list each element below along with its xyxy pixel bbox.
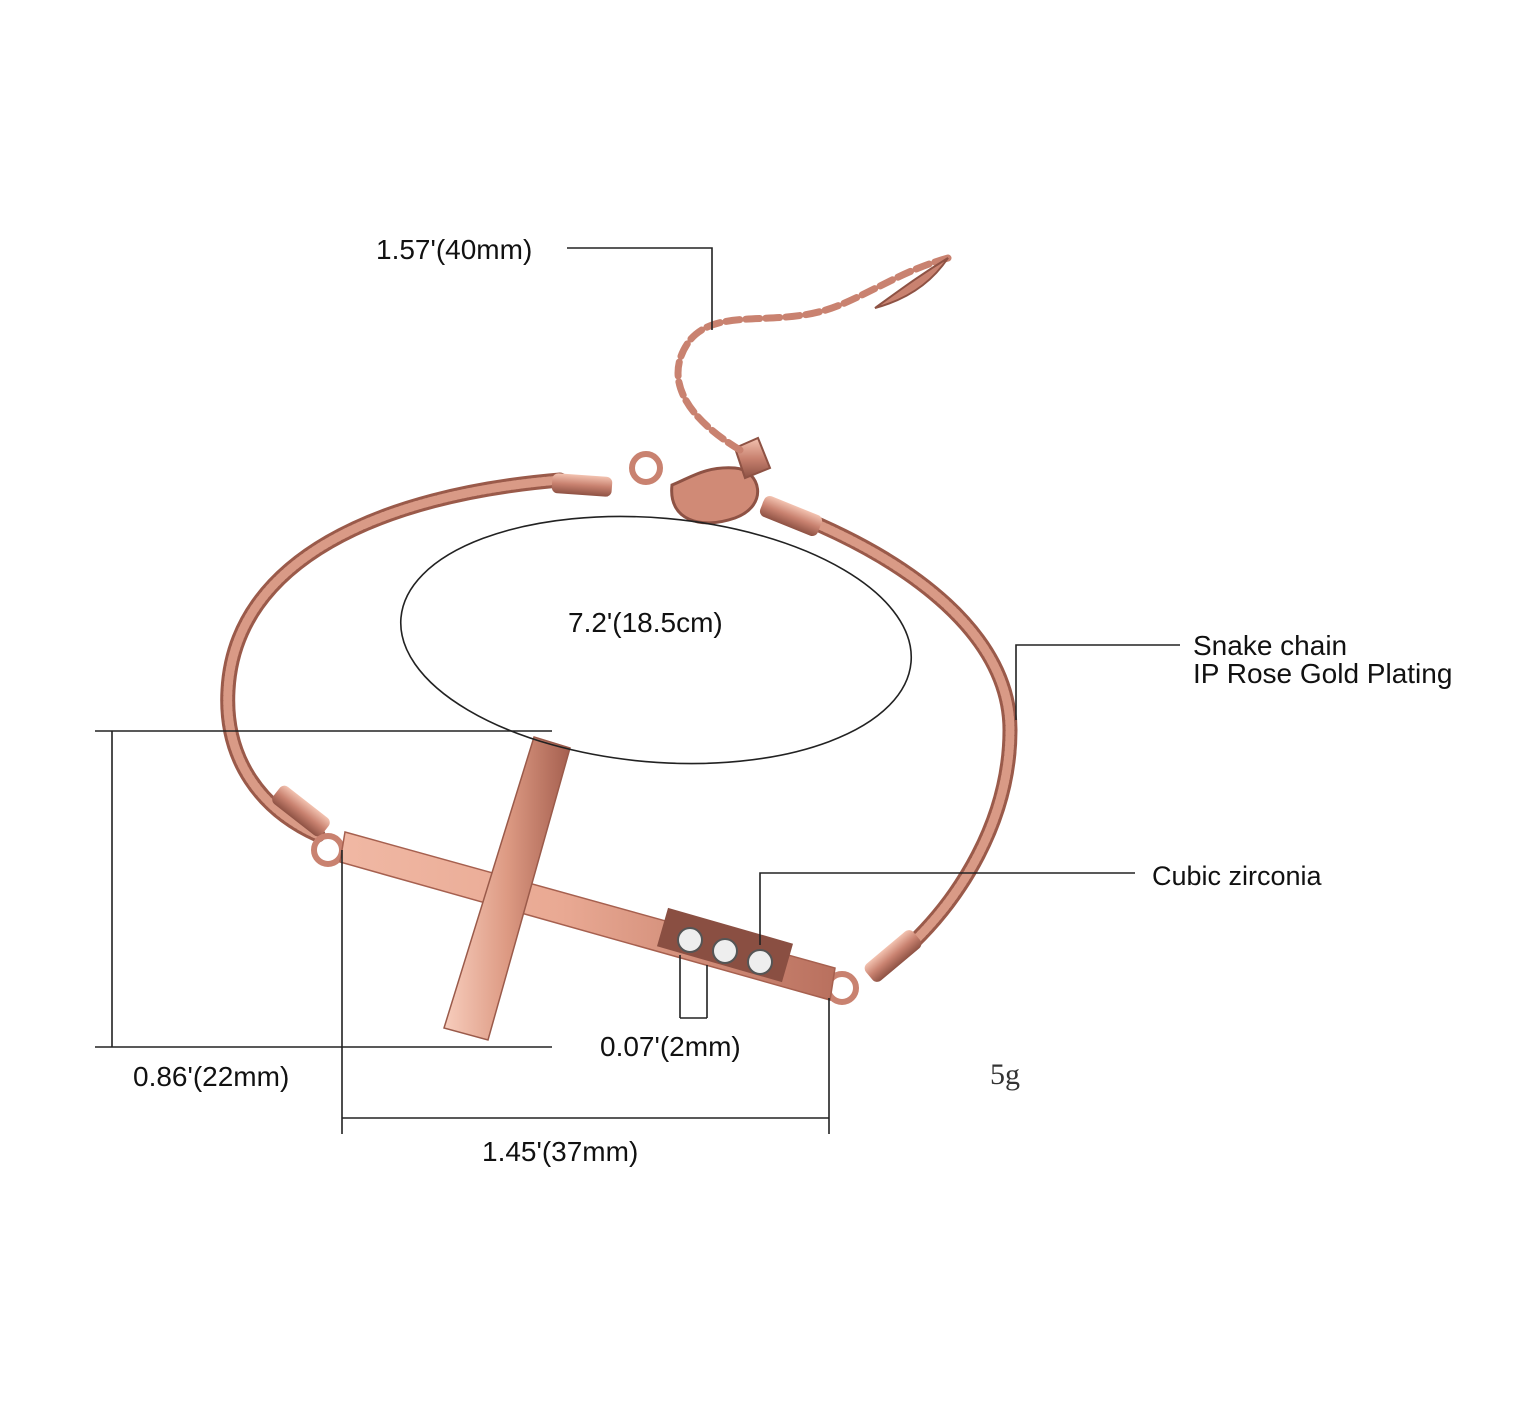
cubic-zirconia-stone-1 xyxy=(677,927,703,953)
extender-leader-line xyxy=(567,247,713,330)
bracelet-length-label: 7.2'(18.5cm) xyxy=(568,607,723,638)
cubic-zirconia-stone-3 xyxy=(747,949,773,975)
clasp-tag xyxy=(733,436,772,480)
extender-chain xyxy=(674,254,952,454)
chain-leader-line xyxy=(1015,644,1180,720)
chain-cap-top-right xyxy=(759,495,823,537)
chain-cap-right xyxy=(864,930,922,982)
jump-ring-top xyxy=(629,451,663,485)
chain-right-shadow xyxy=(762,497,1018,958)
bar-thickness-label: 0.07'(2mm) xyxy=(600,1031,741,1062)
stone-leader-line xyxy=(759,872,1135,945)
chain-left-shadow xyxy=(220,472,568,843)
chain-cap-top-left xyxy=(551,473,613,497)
bracelet-length-ellipse xyxy=(399,515,913,765)
extender-tail xyxy=(874,257,949,309)
stone-label: Cubic zirconia xyxy=(1152,861,1322,891)
jump-ring-left xyxy=(311,833,345,867)
chain-cap-left xyxy=(272,785,330,837)
extender-length-label: 1.57'(40mm) xyxy=(376,234,533,265)
cross-width-label: 1.45'(37mm) xyxy=(482,1136,639,1167)
lobster-clasp xyxy=(670,466,759,525)
chain-type-label: Snake chain xyxy=(1193,630,1348,661)
weight-label: 5g xyxy=(990,1058,1020,1091)
cross-vertical-bar xyxy=(443,736,571,1041)
cross-height-label: 0.86'(22mm) xyxy=(133,1061,290,1092)
chain-right xyxy=(765,500,1015,955)
plating-label: IP Rose Gold Plating xyxy=(1193,658,1453,689)
cubic-zirconia-stone-2 xyxy=(712,938,738,964)
chain-left xyxy=(223,475,565,840)
